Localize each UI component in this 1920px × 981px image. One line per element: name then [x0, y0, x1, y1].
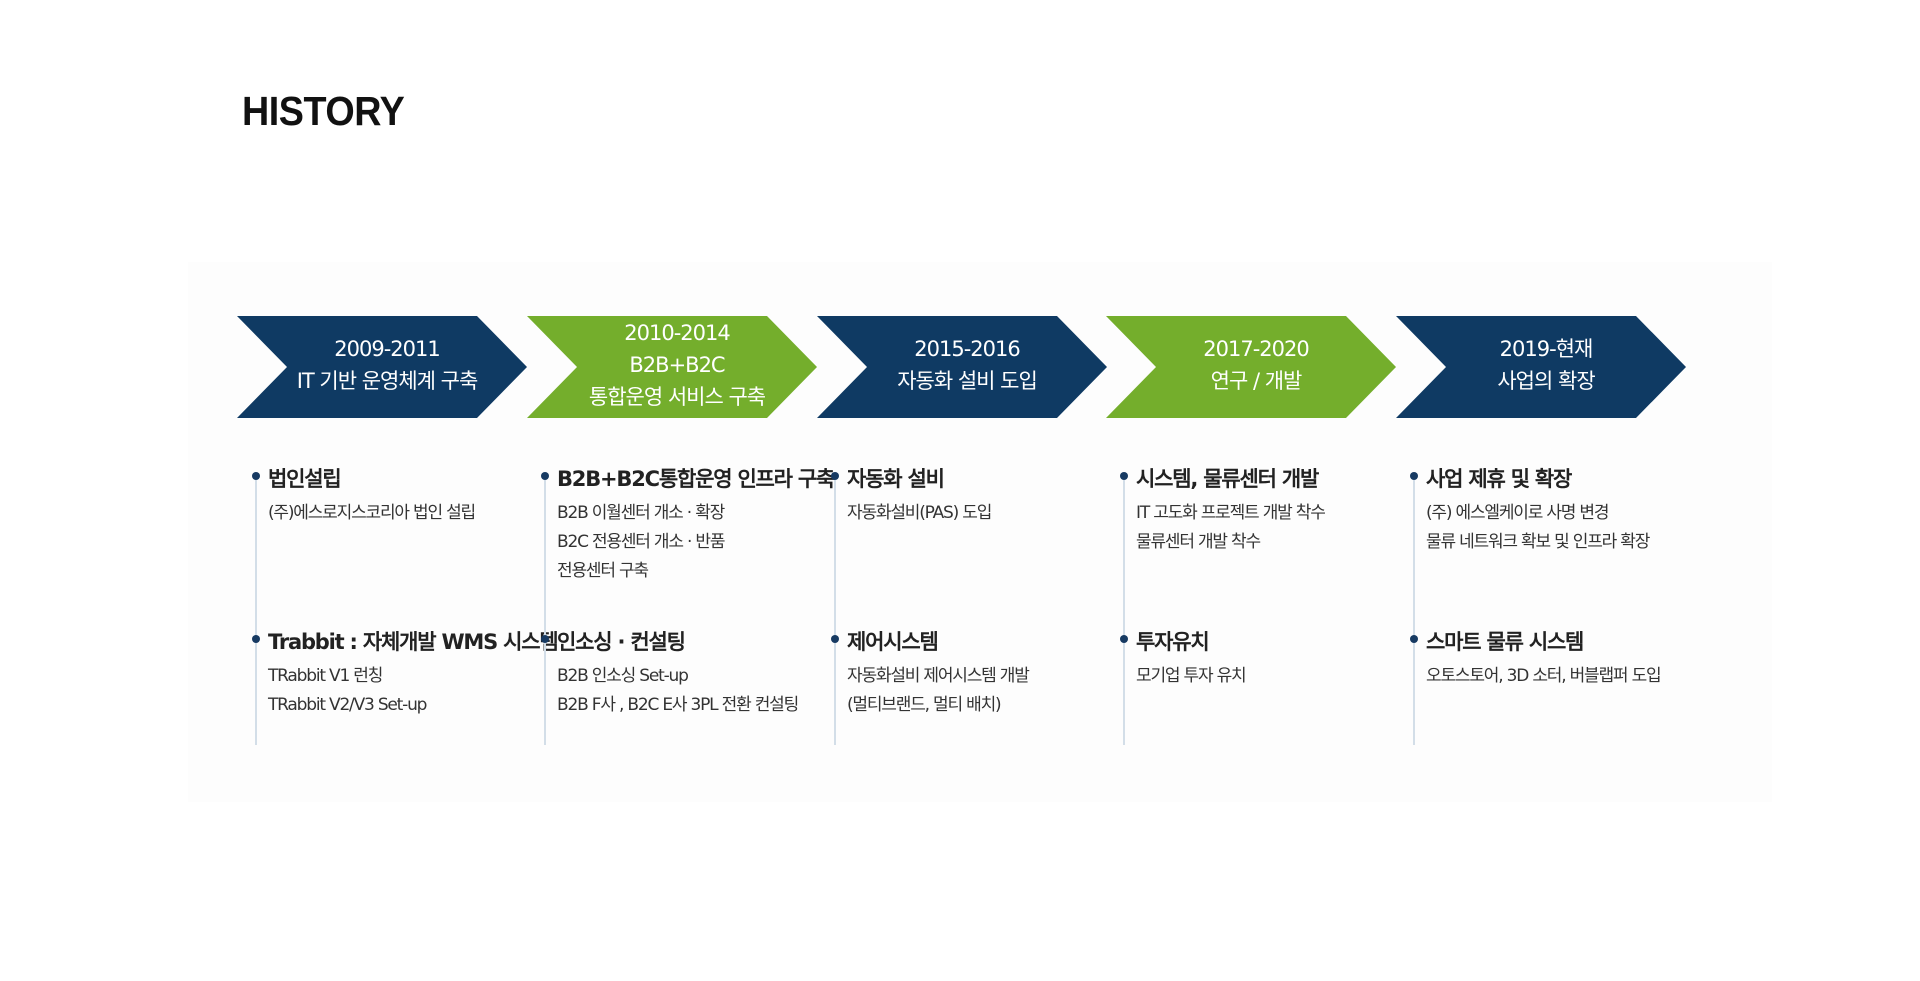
- timeline-connector-line: [1123, 480, 1125, 745]
- timeline-heading-line: 연구 / 개발: [1210, 369, 1303, 393]
- timeline-arrow-4: [1106, 316, 1396, 418]
- timeline-bullet: [1120, 472, 1128, 480]
- timeline-period: 2010-2014: [624, 321, 730, 345]
- timeline-heading-line: 자동화 설비 도입: [897, 369, 1038, 393]
- timeline-entry-title: 인소싱 · 컨설팅: [557, 630, 686, 654]
- timeline-entry-line: 자동화설비(PAS) 도입: [847, 503, 992, 523]
- timeline-bullet: [1410, 635, 1418, 643]
- timeline-heading-line: IT 기반 운영체계 구축: [296, 369, 479, 393]
- timeline-entry-line: B2B 인소싱 Set-up: [557, 666, 689, 686]
- timeline-entry-title: B2B+B2C통합운영 인프라 구축: [557, 467, 835, 491]
- timeline-bullet: [541, 472, 549, 480]
- timeline-entry-title: 제어시스템: [847, 630, 939, 654]
- timeline-connector-line: [1413, 480, 1415, 745]
- timeline-entry-line: 오토스토어, 3D 소터, 버블랩퍼 도입: [1426, 666, 1662, 686]
- timeline-period: 2015-2016: [914, 337, 1020, 361]
- timeline-arrow-label: 2015-2016 자동화 설비 도입: [852, 333, 1082, 397]
- timeline-bullet: [252, 635, 260, 643]
- timeline-entry-title: 사업 제휴 및 확장: [1426, 467, 1572, 491]
- timeline-entry: B2B+B2C통합운영 인프라 구축 B2B 이월센터 개소 · 확장 B2C 전용…: [557, 465, 835, 586]
- timeline-bullet: [252, 472, 260, 480]
- page-title: HISTORY: [242, 88, 405, 134]
- timeline-entry-title: Trabbit : 자체개발 WMS 시스템: [268, 630, 559, 654]
- timeline-entry-description: 자동화설비(PAS) 도입: [847, 499, 992, 528]
- timeline-bullet: [541, 635, 549, 643]
- timeline-period: 2019-현재: [1499, 337, 1594, 361]
- timeline-entry-line: 모기업 투자 유치: [1136, 666, 1247, 686]
- timeline-entry-line: B2C 전용센터 개소 · 반품: [557, 532, 725, 552]
- timeline-connector-line: [834, 480, 836, 745]
- timeline-heading-line: 사업의 확장: [1497, 369, 1595, 393]
- timeline-heading-line: B2B+B2C: [629, 353, 725, 377]
- timeline-entry-line: B2B F사 , B2C E사 3PL 전환 컨설팅: [557, 695, 799, 715]
- timeline-bullet: [831, 635, 839, 643]
- timeline-entry-line: (멀티브랜드, 멀티 배치): [847, 695, 1002, 715]
- timeline-connector-line: [255, 480, 257, 745]
- timeline-period: 2017-2020: [1203, 337, 1309, 361]
- timeline-entry-line: TRabbit V1 런칭: [268, 666, 383, 686]
- timeline-arrow-1: [237, 316, 527, 418]
- timeline-entry-description: 자동화설비 제어시스템 개발 (멀티브랜드, 멀티 배치): [847, 662, 1030, 720]
- timeline-period: 2009-2011: [334, 337, 440, 361]
- timeline-arrow-2: [527, 316, 817, 418]
- timeline-bullet: [1120, 635, 1128, 643]
- timeline-entry-line: 물류 네트워크 확보 및 인프라 확장: [1426, 532, 1650, 552]
- timeline-bullet: [831, 472, 839, 480]
- timeline-arrow-5: [1396, 316, 1686, 418]
- timeline-arrow-3: [817, 316, 1107, 418]
- timeline-connector-line: [544, 480, 546, 745]
- timeline-entry-line: 물류센터 개발 착수: [1136, 532, 1261, 552]
- timeline-entry-title: 시스템, 물류센터 개발: [1136, 467, 1319, 491]
- timeline-entry-title: 투자유치: [1136, 630, 1210, 654]
- timeline-entry-description: 오토스토어, 3D 소터, 버블랩퍼 도입: [1426, 662, 1662, 691]
- timeline-entry-line: 전용센터 구축: [557, 561, 649, 581]
- timeline-bullet: [1410, 472, 1418, 480]
- timeline-entry-description: (주)에스로지스코리아 법인 설립: [268, 499, 476, 528]
- timeline-entry-line: B2B 이월센터 개소 · 확장: [557, 503, 725, 523]
- timeline-entry-line: IT 고도화 프로젝트 개발 착수: [1136, 503, 1326, 523]
- timeline-entry-line: (주)에스로지스코리아 법인 설립: [268, 503, 476, 523]
- timeline-entry-title: 법인설립: [268, 467, 342, 491]
- timeline-arrow-label: 2009-2011 IT 기반 운영체계 구축: [272, 333, 502, 397]
- timeline-entry-line: TRabbit V2/V3 Set-up: [268, 695, 427, 715]
- timeline-entry-title: 자동화 설비: [847, 467, 945, 491]
- timeline-entry-line: (주) 에스엘케이로 사명 변경: [1426, 503, 1610, 523]
- timeline-entry-line: 자동화설비 제어시스템 개발: [847, 666, 1030, 686]
- timeline-entry-description: TRabbit V1 런칭 TRabbit V2/V3 Set-up: [268, 662, 558, 720]
- timeline-entry: 법인설립 (주)에스로지스코리아 법인 설립: [268, 465, 476, 528]
- timeline-arrow-label: 2017-2020 연구 / 개발: [1141, 333, 1371, 397]
- timeline-heading-line: 통합운영 서비스 구축: [588, 385, 766, 409]
- timeline-entry-description: 모기업 투자 유치: [1136, 662, 1247, 691]
- timeline-entry-title: 스마트 물류 시스템: [1426, 630, 1584, 654]
